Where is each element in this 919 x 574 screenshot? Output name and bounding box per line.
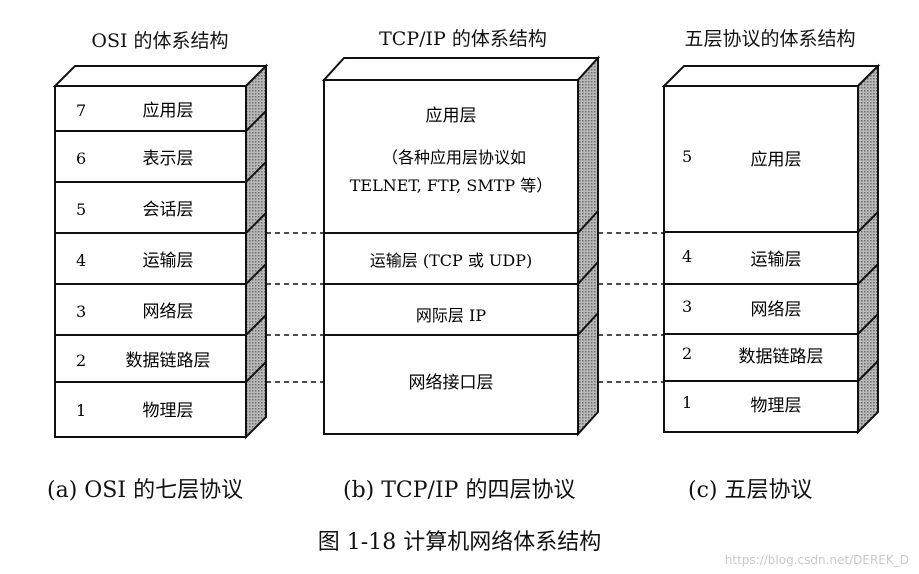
tcpip-internet-layer-label: 网际层 IP (416, 306, 486, 325)
tcpip-column-title: TCP/IP 的体系结构 (379, 28, 547, 50)
osi-layer-4-number: 4 (76, 251, 86, 270)
five-layer-4-label: 运输层 (751, 250, 802, 270)
osi-stack-front-face (54, 85, 247, 438)
five-layer-3-label: 网络层 (751, 300, 802, 320)
tcpip-stack-front-face (323, 79, 579, 435)
osi-layer-3-number: 3 (76, 302, 86, 321)
tcpip-layer-dividers (324, 210, 599, 336)
five-layer-stack-top-face (661, 65, 881, 87)
tcpip-caption: (b) TCP/IP 的四层协议 (343, 478, 576, 503)
watermark: https://blog.csdn.net/DEREK_D (724, 553, 909, 567)
five-layer-4-number: 4 (682, 247, 692, 266)
five-layer-dividers (664, 211, 879, 382)
five-layer-1-number: 1 (682, 393, 692, 412)
osi-layer-1-label: 物理层 (143, 401, 194, 421)
five-layer-stack: 5 应用层 4 运输层 3 网络层 2 数据链路层 1 物理层 (661, 63, 881, 435)
osi-layer-5-label: 会话层 (143, 200, 194, 220)
five-layer-stack-front-face (663, 85, 859, 433)
five-layer-1-label: 物理层 (751, 396, 802, 416)
layer-correspondence-lines (266, 232, 664, 383)
osi-stack: 7 应用层 6 表示层 5 会话层 4 运输层 3 网络层 2 数据链路层 1 … (52, 63, 269, 440)
osi-layer-2-number: 2 (76, 351, 86, 370)
tcpip-stack: 应用层 （各种应用层协议如 TELNET, FTP, SMTP 等） 运输层 (… (321, 55, 601, 437)
five-layer-2-label: 数据链路层 (739, 347, 824, 367)
tcpip-stack-top-face (321, 57, 601, 81)
five-layer-5-label: 应用层 (751, 150, 802, 170)
five-layer-2-number: 2 (682, 344, 692, 363)
osi-layer-7-label: 应用层 (143, 101, 194, 121)
osi-layer-3-label: 网络层 (143, 302, 194, 322)
osi-layer-dividers (55, 110, 267, 383)
osi-layer-4-label: 运输层 (143, 251, 194, 271)
osi-stack-top-face (52, 65, 269, 87)
osi-layer-7-number: 7 (76, 101, 86, 120)
five-layer-column-title: 五层协议的体系结构 (684, 28, 856, 50)
osi-layer-5-number: 5 (76, 200, 86, 219)
osi-layer-6-number: 6 (76, 149, 86, 168)
osi-layer-1-number: 1 (76, 401, 86, 420)
osi-caption: (a) OSI 的七层协议 (47, 478, 244, 503)
tcpip-transport-layer-label: 运输层 (TCP 或 UDP) (370, 251, 533, 270)
tcpip-application-layer-desc-2: TELNET, FTP, SMTP 等） (350, 176, 553, 195)
osi-layer-2-label: 数据链路层 (126, 351, 211, 371)
tcpip-application-layer-title: 应用层 (426, 106, 477, 126)
tcpip-stack-side-face (577, 55, 599, 437)
tcpip-network-interface-layer-label: 网络接口层 (409, 373, 494, 393)
five-layer-5-number: 5 (682, 147, 692, 166)
osi-layer-6-label: 表示层 (143, 149, 194, 169)
tcpip-application-layer-desc-1: （各种应用层协议如 (382, 148, 526, 167)
osi-column-title: OSI 的体系结构 (91, 30, 229, 52)
figure-caption: 图 1-18 计算机网络体系结构 (317, 530, 602, 555)
five-layer-caption: (c) 五层协议 (688, 478, 813, 503)
five-layer-3-number: 3 (682, 297, 692, 316)
